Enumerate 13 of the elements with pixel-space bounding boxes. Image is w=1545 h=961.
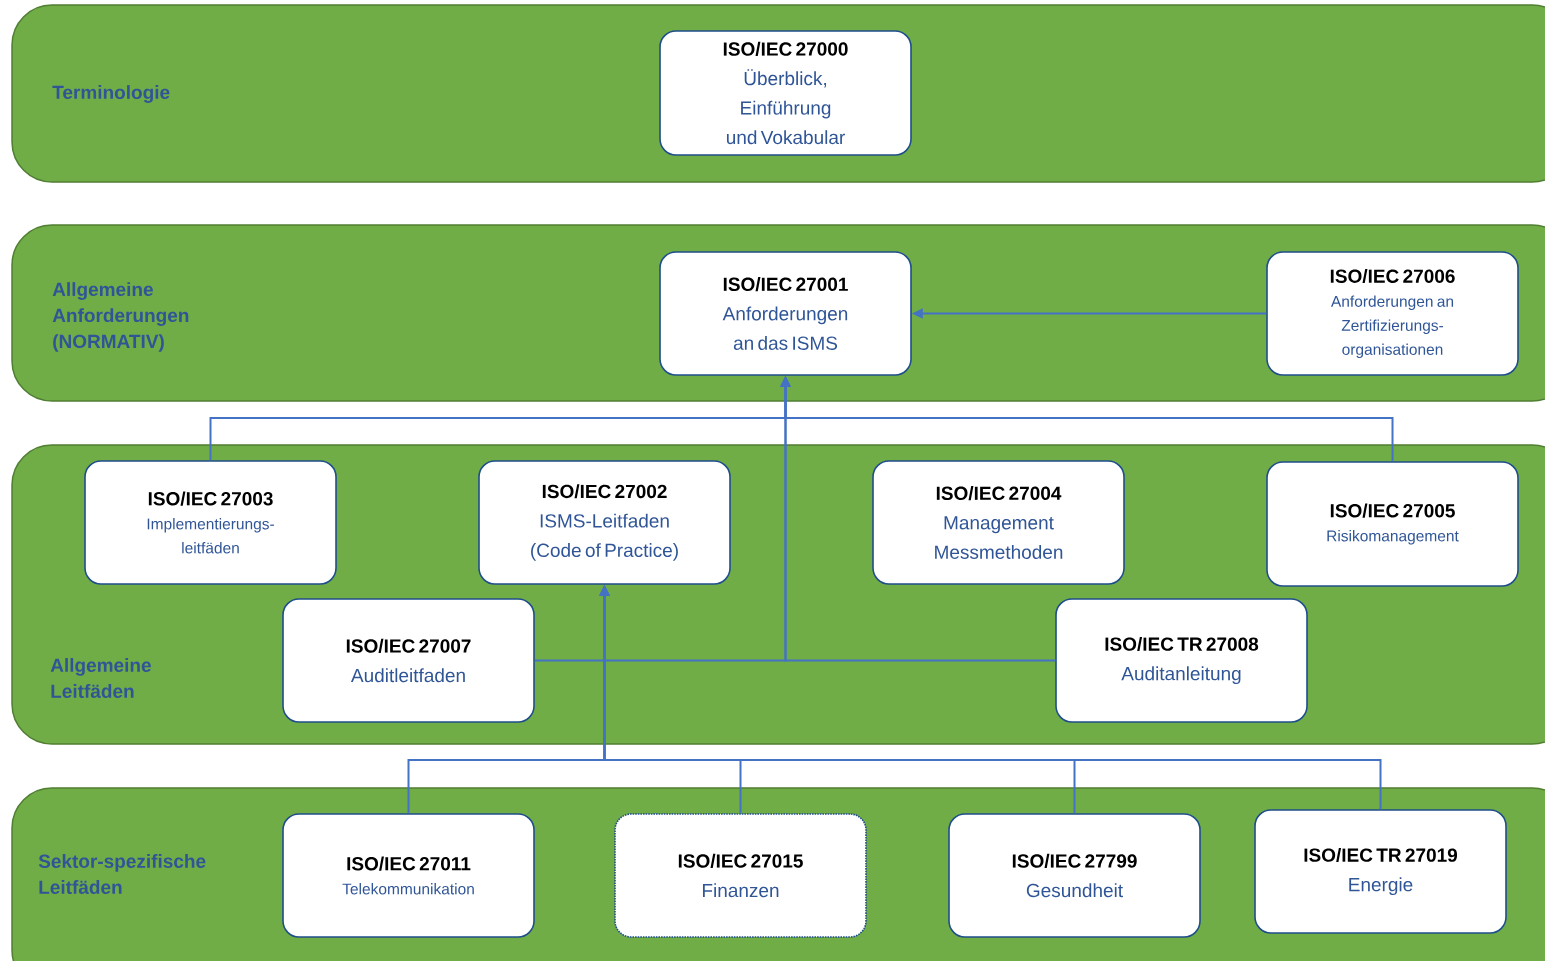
standard-box: ISO/IEC 27006 Anforderungen an Zertifizierungs- organisationen (1266, 251, 1519, 376)
standard-box: ISO/IEC 27011 Telekommunikation (282, 813, 535, 938)
standard-box: ISO/IEC 27799 Gesundheit (948, 813, 1201, 938)
standard-box: ISO/IEC 27015 Finanzen (614, 813, 867, 938)
standard-box: ISO/IEC 27003 Implementierungs- leitfäden (84, 460, 337, 585)
standard-box: ISO/IEC 27000 Überblick, Einführung und Vokabular (659, 30, 912, 156)
standard-box: ISO/IEC TR 27008 Auditanleitung (1055, 598, 1308, 723)
standard-box: ISO/IEC 27005 Risikomanagement (1266, 461, 1519, 587)
standard-box: ISO/IEC 27002 ISMS-Leitfaden (Code of Practice) (478, 460, 731, 585)
standard-box: ISO/IEC TR 27019 Energie (1254, 809, 1507, 934)
standard-box: ISO/IEC 27007 Auditleitfaden (282, 598, 535, 723)
standard-box: ISO/IEC 27004 Management Messmethoden (872, 460, 1125, 585)
standard-box: ISO/IEC 27001 Anforderungen an das ISMS (659, 251, 912, 376)
